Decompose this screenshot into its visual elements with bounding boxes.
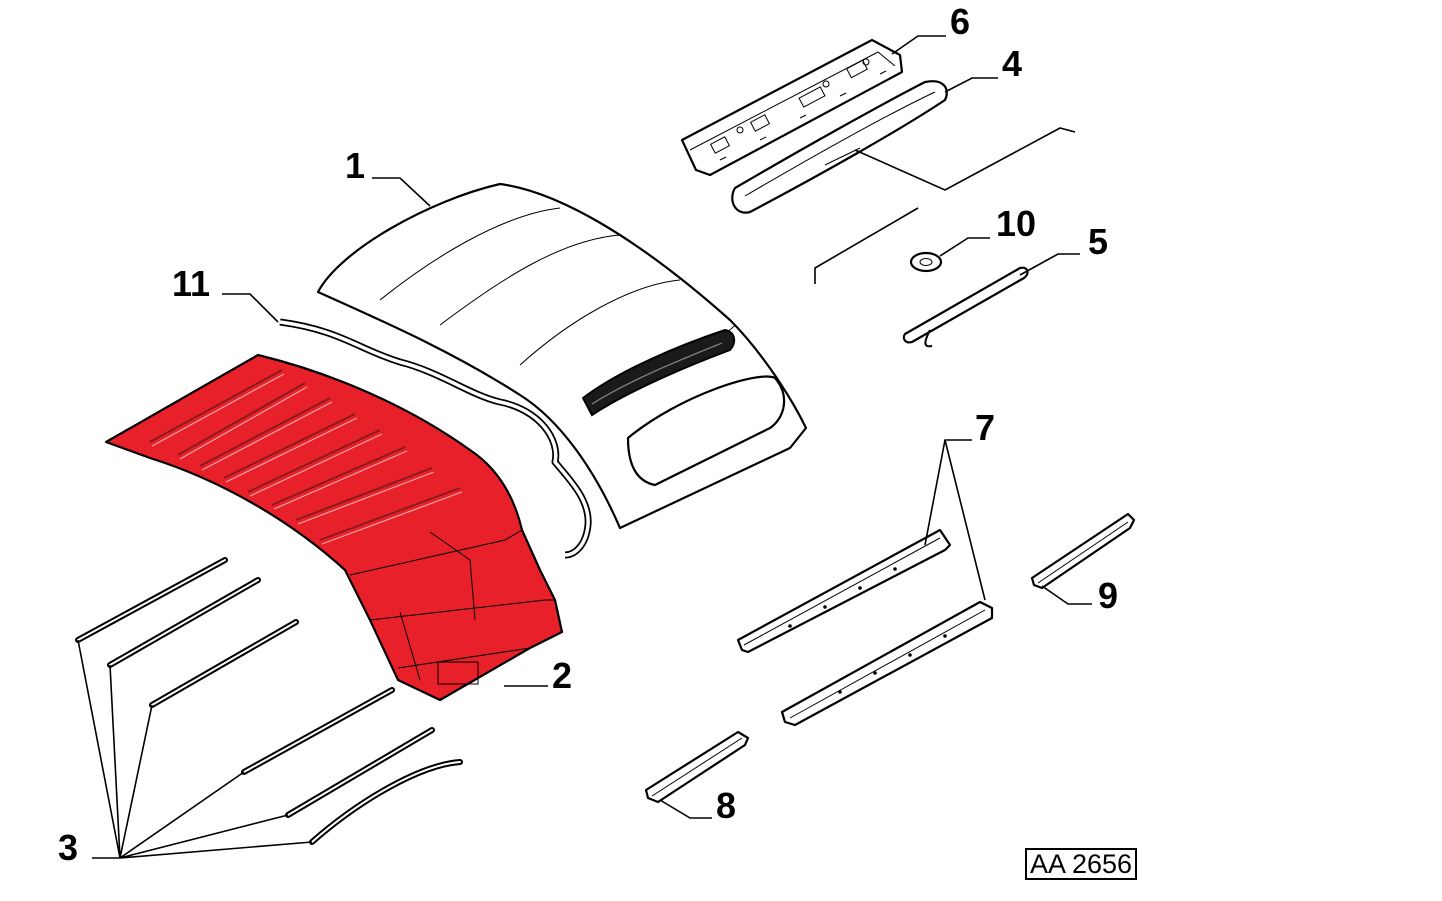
callout-3: 3	[58, 827, 78, 868]
callout-8: 8	[716, 785, 736, 826]
part-5-rod[interactable]	[902, 266, 1029, 348]
callout-10: 10	[996, 203, 1036, 244]
leader-lines	[77, 35, 1092, 859]
reference-code-box: AA 2656	[1025, 848, 1137, 880]
part-2-top-cover-highlighted[interactable]	[104, 353, 564, 702]
part-11-seal[interactable]	[279, 318, 592, 559]
callout-4: 4	[1002, 43, 1022, 84]
callout-labels: 1 2 3 4 5 6 7 8 9 10 11	[58, 1, 1118, 868]
part-9-bracket[interactable]	[1030, 512, 1136, 590]
callout-7: 7	[975, 407, 995, 448]
part-6-bracket-plate[interactable]	[680, 38, 904, 177]
callout-6: 6	[950, 1, 970, 42]
part-7-rails[interactable]	[736, 528, 994, 727]
part-1-soft-top[interactable]	[316, 182, 808, 530]
callout-5: 5	[1088, 221, 1108, 262]
part-3-trim-strips[interactable]	[75, 557, 463, 845]
callout-1: 1	[345, 145, 365, 186]
callout-11: 11	[172, 263, 210, 304]
part-4-light-bar[interactable]	[731, 80, 948, 214]
part-10-washer[interactable]	[909, 251, 943, 273]
callout-9: 9	[1098, 575, 1118, 616]
part-8-bracket[interactable]	[644, 730, 750, 804]
callout-2: 2	[552, 655, 572, 696]
